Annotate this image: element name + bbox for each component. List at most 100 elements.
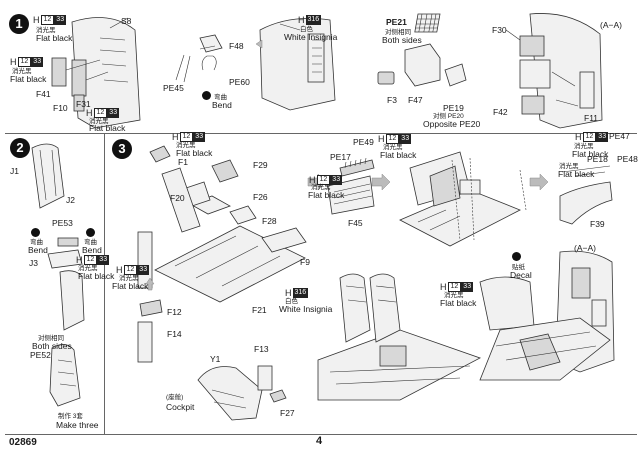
bend-cn: 弯曲 bbox=[84, 239, 97, 246]
bend-en: Bend bbox=[82, 245, 102, 255]
part-label-f12: F12 bbox=[167, 307, 182, 317]
part-label-f30: F30 bbox=[492, 25, 507, 35]
part-label-f27: F27 bbox=[280, 408, 295, 418]
both-sides-cn: 对侧相同 bbox=[385, 29, 411, 36]
part-label-f42: F42 bbox=[493, 107, 508, 117]
step-number-1: 1 bbox=[9, 14, 29, 34]
part-label-pe18: PE18 bbox=[587, 154, 608, 164]
flat-black-cn: 消光黑 bbox=[36, 27, 56, 34]
part-label-f3: F3 bbox=[387, 95, 397, 105]
both-sides-en: Both sides bbox=[382, 35, 422, 45]
bend-icon bbox=[86, 228, 95, 237]
part-label-f13: F13 bbox=[254, 344, 269, 354]
flat-black-cn: 消光黑 bbox=[574, 143, 594, 150]
flat-black-en: Flat black bbox=[558, 169, 595, 179]
part-label-f28: F28 bbox=[262, 216, 277, 226]
flat-black-en: Flat black bbox=[440, 298, 477, 308]
part-label-f39: F39 bbox=[590, 219, 605, 229]
part-label-pe17: PE17 bbox=[330, 152, 351, 162]
flat-black-en: Flat black bbox=[89, 123, 126, 133]
divider-horizontal bbox=[5, 133, 637, 134]
cockpit-cn: (座舱) bbox=[166, 394, 184, 401]
part-label-f11: F11 bbox=[584, 113, 599, 123]
section-aa-bottom: (A−A) bbox=[574, 243, 596, 253]
opposite-cn: 对侧 PE20 bbox=[433, 113, 464, 120]
flat-black-cn: 消光黑 bbox=[119, 275, 139, 282]
part-label-pe45: PE45 bbox=[163, 83, 184, 93]
flat-black-en: Flat black bbox=[380, 150, 417, 160]
part-label-pe52: PE52 bbox=[30, 350, 51, 360]
part-label-pe21: PE21 bbox=[386, 17, 407, 27]
white-cn: 白色 bbox=[300, 26, 313, 33]
flat-black-en: Flat black bbox=[112, 281, 149, 291]
part-label-pe19: PE19 bbox=[443, 103, 464, 113]
part-label-f1: F1 bbox=[178, 157, 188, 167]
step-number-3: 3 bbox=[112, 139, 132, 159]
part-label-pe47: PE47 bbox=[609, 131, 630, 141]
bend-icon bbox=[202, 91, 211, 100]
page-number: 4 bbox=[316, 435, 323, 447]
bend-icon bbox=[31, 228, 40, 237]
part-label-f26: F26 bbox=[253, 192, 268, 202]
divider-bottom bbox=[5, 434, 637, 435]
make-three-en: Make three bbox=[56, 420, 99, 430]
part-label-f41: F41 bbox=[36, 89, 51, 99]
bend-cn: 弯曲 bbox=[214, 94, 227, 101]
flat-black-en: Flat black bbox=[572, 149, 609, 159]
page-code: 02869 bbox=[9, 437, 37, 448]
part-label-y1: Y1 bbox=[210, 354, 221, 364]
opposite-en: Opposite PE20 bbox=[423, 119, 481, 129]
flat-black-en: Flat black bbox=[36, 33, 73, 43]
flat-black-cn: 消光黑 bbox=[311, 184, 331, 191]
part-label-pe53: PE53 bbox=[52, 218, 73, 228]
decal-cn: 贴纸 bbox=[512, 264, 525, 271]
part-label-j3: J3 bbox=[29, 258, 38, 268]
flat-black-en: Flat black bbox=[176, 148, 213, 158]
bend-en: Bend bbox=[212, 100, 232, 110]
flat-black-cn: 消光黑 bbox=[444, 292, 464, 299]
divider-vertical bbox=[104, 134, 105, 434]
cockpit-en: Cockpit bbox=[166, 402, 195, 412]
flat-black-en: Flat black bbox=[78, 271, 115, 281]
bend-en: Bend bbox=[28, 245, 48, 255]
section-aa-top: (A−A) bbox=[600, 20, 622, 30]
flat-black-cn: 消光黑 bbox=[383, 144, 403, 151]
white-cn: 白色 bbox=[285, 298, 298, 305]
both-sides-cn: 对侧相同 bbox=[38, 335, 64, 342]
flat-black-cn: 消光黑 bbox=[176, 142, 196, 149]
part-label-f31: F31 bbox=[76, 99, 91, 109]
step-number-2: 2 bbox=[10, 138, 30, 158]
both-sides-en: Both sides bbox=[32, 341, 72, 351]
part-label-f10: F10 bbox=[53, 103, 68, 113]
part-label-f48: F48 bbox=[229, 41, 244, 51]
flat-black-cn: 消光黑 bbox=[89, 118, 109, 125]
part-label-f45: F45 bbox=[348, 218, 363, 228]
decal-en: Decal bbox=[510, 270, 532, 280]
part-label-f20: F20 bbox=[170, 193, 185, 203]
part-label-pe60: PE60 bbox=[229, 77, 250, 87]
part-label-f21: F21 bbox=[252, 305, 267, 315]
flat-black-en: Flat black bbox=[10, 74, 47, 84]
part-label-f9: F9 bbox=[300, 257, 310, 267]
part-label-s8: S8 bbox=[121, 16, 132, 26]
part-label-j1: J1 bbox=[10, 166, 19, 176]
part-label-pe48: PE48 bbox=[617, 154, 638, 164]
white-insignia-en: White Insignia bbox=[284, 32, 338, 42]
make-three-cn: 制作 3套 bbox=[58, 413, 83, 420]
part-label-j2: J2 bbox=[66, 195, 75, 205]
flat-black-en: Flat black bbox=[308, 190, 345, 200]
part-label-pe49: PE49 bbox=[353, 137, 374, 147]
part-label-f47: F47 bbox=[408, 95, 423, 105]
